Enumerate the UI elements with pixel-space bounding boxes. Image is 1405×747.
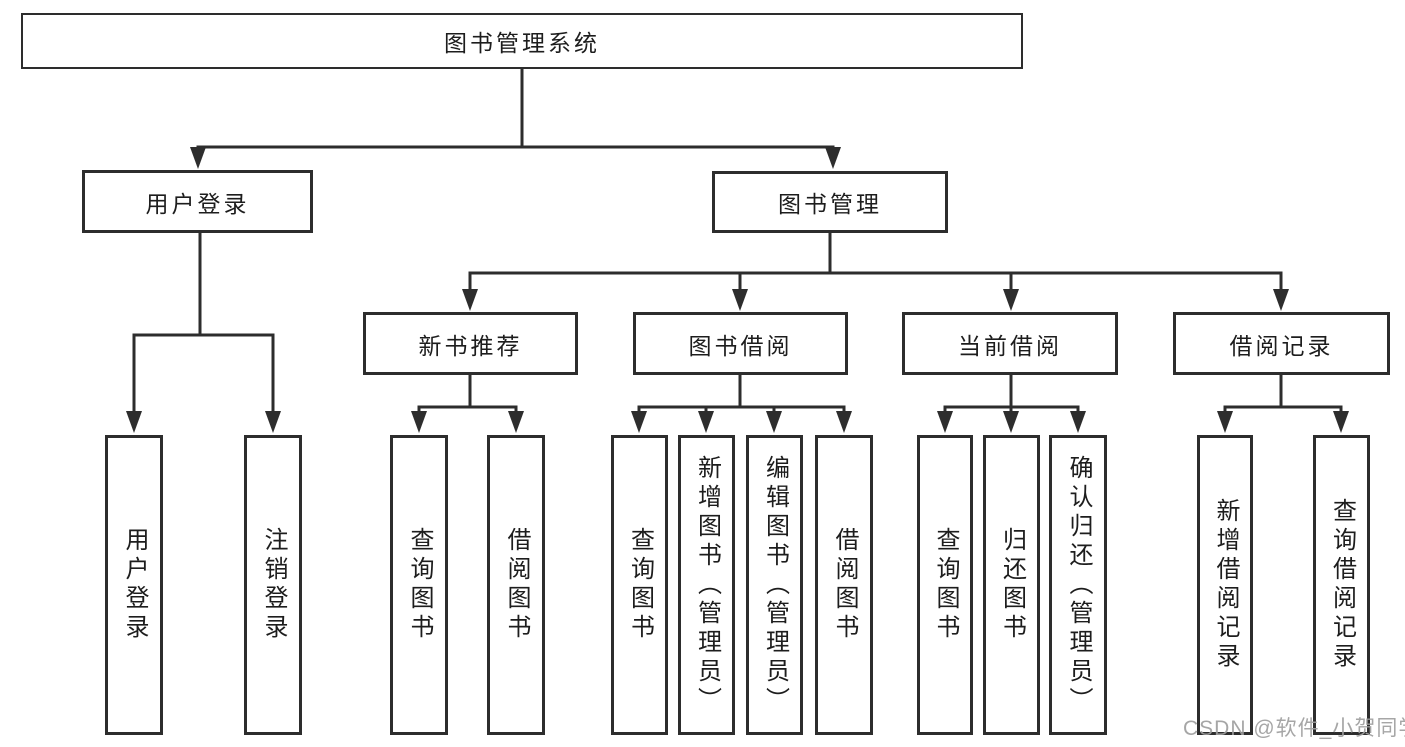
node-library-management-system: 图书管理系统 <box>21 13 1023 69</box>
node-leaf-add-books-admin: 新增图书（管理员） <box>678 435 735 735</box>
node-leaf-user-login: 用户登录 <box>105 435 163 735</box>
node-current-borrowing: 当前借阅 <box>902 312 1118 375</box>
arrowhead <box>732 289 748 311</box>
node-leaf-query-books-2: 查询图书 <box>611 435 668 735</box>
node-leaf-borrow-books-2: 借阅图书 <box>815 435 873 735</box>
connector-userlogin-rail <box>132 333 275 414</box>
arrowhead <box>1003 411 1019 433</box>
arrowhead <box>1273 289 1289 311</box>
connector-level2-rail <box>196 145 835 152</box>
arrowhead <box>1333 411 1349 433</box>
node-leaf-add-borrow-record: 新增借阅记录 <box>1197 435 1253 735</box>
connector-level3-rail <box>468 271 1283 292</box>
node-leaf-query-books-3: 查询图书 <box>917 435 973 735</box>
node-leaf-logout: 注销登录 <box>244 435 302 735</box>
node-leaf-confirm-return-admin: 确认归还（管理员） <box>1049 435 1107 735</box>
arrowhead <box>265 411 281 433</box>
csdn-watermark: CSDN @软件_小贺同学 <box>1183 717 1405 740</box>
arrowhead <box>508 411 524 433</box>
arrowhead <box>126 411 142 433</box>
arrowhead <box>411 411 427 433</box>
node-user-login: 用户登录 <box>82 170 313 233</box>
node-leaf-query-borrow-record: 查询借阅记录 <box>1313 435 1370 735</box>
node-leaf-return-books: 归还图书 <box>983 435 1040 735</box>
arrowhead <box>766 411 782 433</box>
connector-borrowrecord-rail <box>1223 405 1343 413</box>
arrowhead <box>1070 411 1086 433</box>
arrowhead <box>1003 289 1019 311</box>
connector-bookborrow-rail <box>637 405 846 413</box>
node-leaf-query-books-1: 查询图书 <box>390 435 448 735</box>
node-new-book-recommendation: 新书推荐 <box>363 312 578 375</box>
arrowhead <box>190 147 206 169</box>
node-borrowing-records: 借阅记录 <box>1173 312 1390 375</box>
arrowhead <box>698 411 714 433</box>
arrowhead <box>631 411 647 433</box>
arrowhead <box>836 411 852 433</box>
arrowhead <box>825 147 841 169</box>
node-leaf-edit-books-admin: 编辑图书（管理员） <box>746 435 803 735</box>
node-leaf-borrow-books-1: 借阅图书 <box>487 435 545 735</box>
arrowhead <box>1217 411 1233 433</box>
arrowhead <box>937 411 953 433</box>
arrowhead <box>462 289 478 311</box>
node-book-management: 图书管理 <box>712 171 948 233</box>
connector-newbook-rail <box>417 405 518 413</box>
node-book-borrowing: 图书借阅 <box>633 312 848 375</box>
